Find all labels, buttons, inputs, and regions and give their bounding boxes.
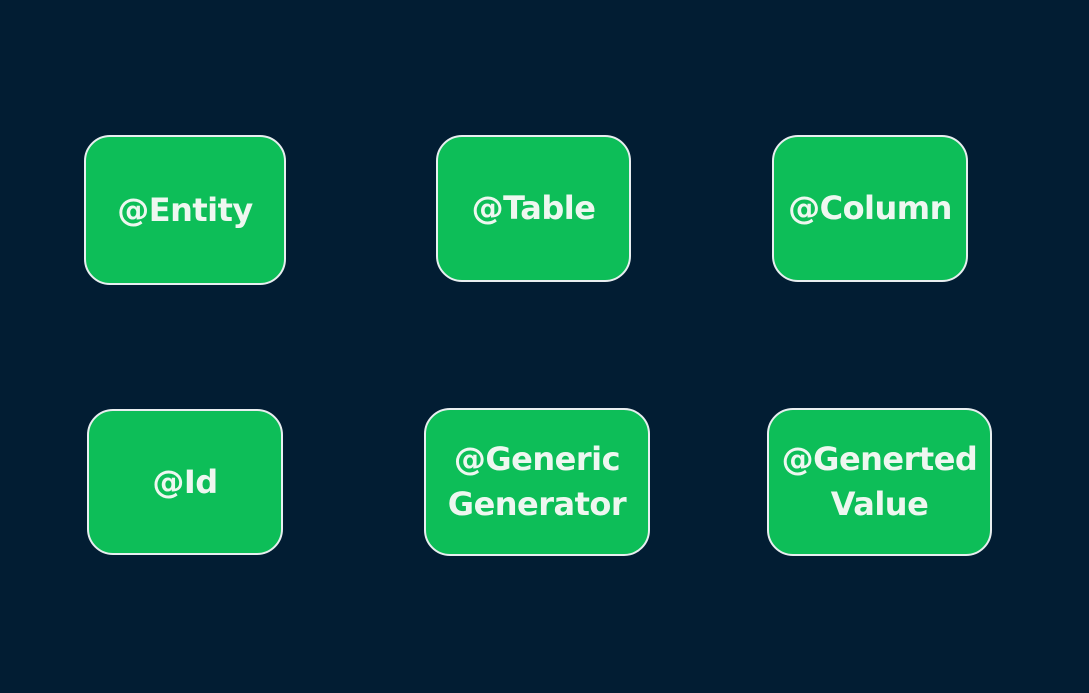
generic-generator-annotation-box: @Generic Generator xyxy=(424,408,650,556)
column-annotation-label: @Column xyxy=(788,189,952,227)
id-annotation-box: @Id xyxy=(87,409,283,555)
entity-annotation-label: @Entity xyxy=(117,190,253,229)
entity-annotation-box: @Entity xyxy=(84,135,286,285)
id-annotation-label: @Id xyxy=(152,462,218,501)
generated-value-annotation-label: @Generted Value xyxy=(781,440,978,523)
table-annotation-label: @Table xyxy=(471,189,596,227)
column-annotation-box: @Column xyxy=(772,135,968,282)
generic-generator-annotation-label: @Generic Generator xyxy=(447,440,627,523)
generated-value-annotation-box: @Generted Value xyxy=(767,408,992,556)
table-annotation-box: @Table xyxy=(436,135,631,282)
